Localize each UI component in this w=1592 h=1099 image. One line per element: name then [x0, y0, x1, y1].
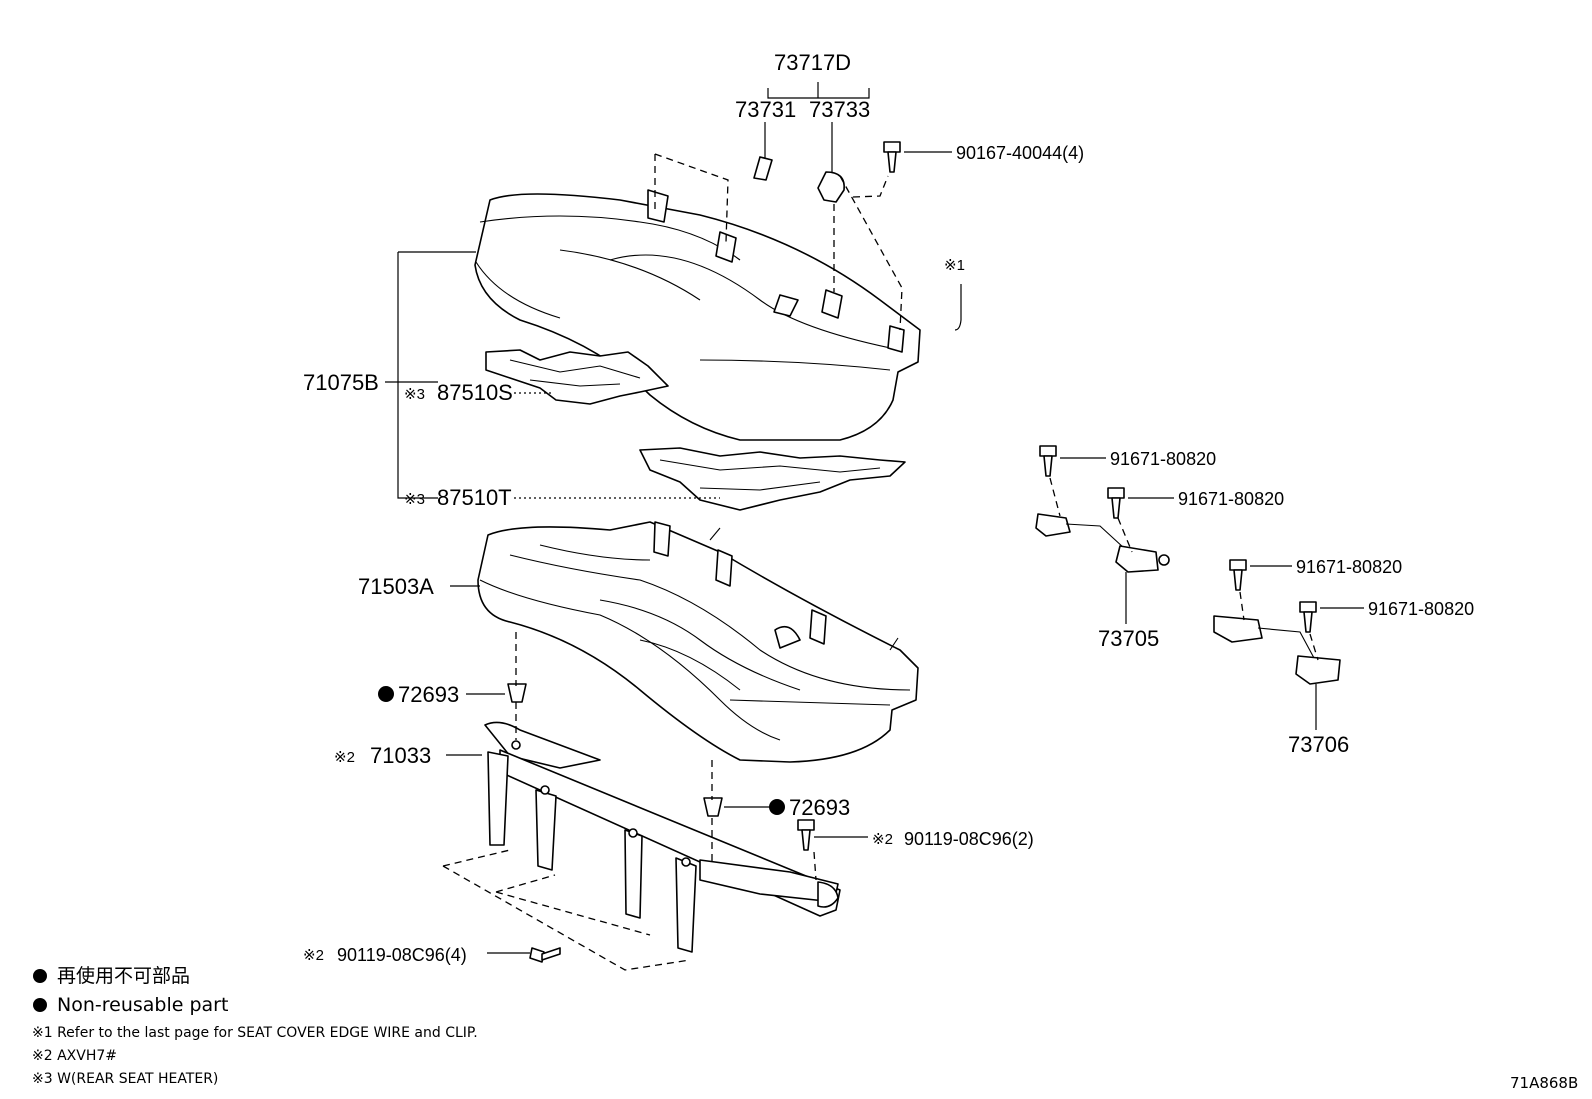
bolt-90119-b-icon — [529, 947, 561, 963]
note-marker-2b: ※2 — [872, 831, 893, 848]
label-71033: 71033 — [370, 743, 431, 768]
label-91671-80820-c: 91671-80820 — [1296, 557, 1402, 577]
bracket-73706 — [1213, 615, 1341, 685]
legend-en: Non-reusable part — [57, 994, 228, 1016]
note-marker-3b: ※3 — [404, 491, 425, 508]
non-reusable-dot-72693-b — [769, 799, 785, 815]
label-71075B: 71075B — [303, 370, 379, 395]
heater-element-87510s — [485, 349, 669, 405]
legend-dot-en — [33, 998, 47, 1012]
label-91671-80820-a: 91671-80820 — [1110, 449, 1216, 469]
note-marker-1: ※1 — [944, 257, 965, 274]
diagram-code: 71A868B — [1510, 1074, 1578, 1092]
note-marker-2c: ※2 — [303, 947, 324, 964]
label-73733: 73733 — [809, 97, 870, 122]
bolt-91671-b-icon — [1107, 487, 1125, 519]
label-91671-80820-d: 91671-80820 — [1368, 599, 1474, 619]
note-marker-3a: ※3 — [404, 386, 425, 403]
bolt-91671-c-icon — [1229, 559, 1247, 591]
clip-73731 — [753, 156, 773, 181]
label-87510S: 87510S — [437, 380, 513, 405]
note-1: ※1 Refer to the last page for SEAT COVER… — [32, 1025, 478, 1041]
label-91671-80820-b: 91671-80820 — [1178, 489, 1284, 509]
clip-72693-b-icon — [703, 797, 723, 817]
label-73717D: 73717D — [774, 50, 851, 75]
seat-cushion-pad — [477, 521, 919, 763]
note-3: ※3 W(REAR SEAT HEATER) — [32, 1071, 218, 1087]
bolt-91671-d-icon — [1299, 601, 1317, 633]
legend-dot-jp — [33, 969, 47, 983]
label-71503A: 71503A — [358, 574, 434, 599]
bolt-91671-a-icon — [1039, 445, 1057, 477]
bolt-90167-icon — [883, 141, 901, 173]
label-72693-a: 72693 — [398, 682, 459, 707]
legend-jp: 再使用不可部品 — [57, 965, 190, 987]
label-73731: 73731 — [735, 97, 796, 122]
heater-element-87510t — [639, 447, 906, 511]
label-90119-08C96-4: 90119-08C96(4) — [337, 945, 467, 965]
label-73706: 73706 — [1288, 732, 1349, 757]
seat-cushion-cover — [474, 189, 921, 441]
bracket-73705 — [1035, 513, 1170, 573]
label-72693-b: 72693 — [789, 795, 850, 820]
label-90167-40044: 90167-40044(4) — [956, 143, 1084, 163]
clip-72693-a-icon — [507, 683, 527, 703]
label-87510T: 87510T — [437, 485, 512, 510]
non-reusable-dot-72693-a — [378, 686, 394, 702]
bolt-90119-a-icon — [797, 819, 815, 851]
note-marker-2a: ※2 — [334, 749, 355, 766]
label-73705: 73705 — [1098, 626, 1159, 651]
note-2: ※2 AXVH7# — [32, 1048, 117, 1064]
label-90119-08C96-2: 90119-08C96(2) — [904, 829, 1034, 849]
seat-cushion-frame — [484, 721, 841, 953]
clip-73733 — [817, 171, 845, 203]
